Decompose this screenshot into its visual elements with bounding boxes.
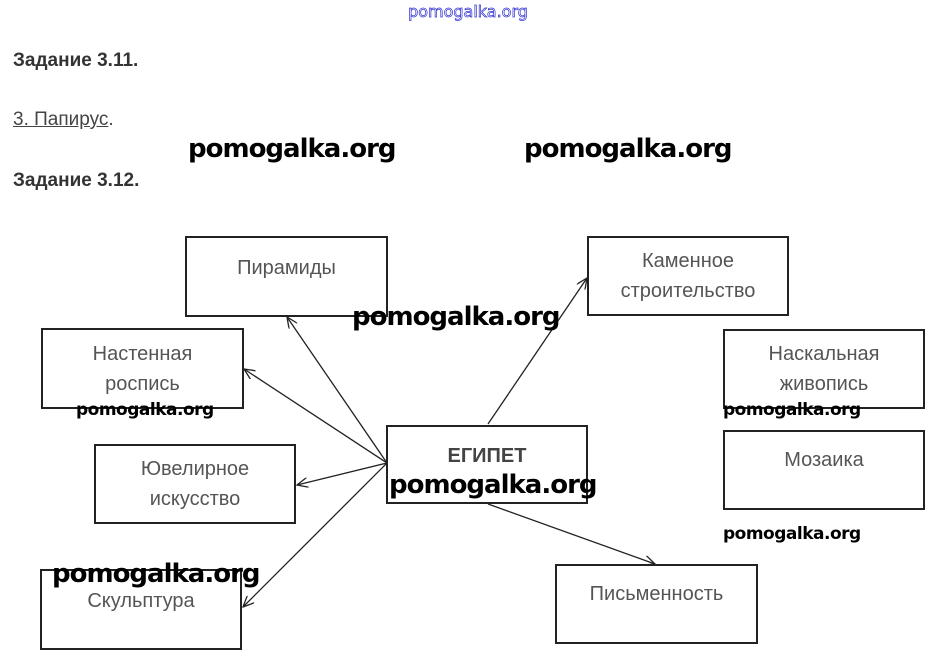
arrow-to-stone-building (487, 278, 587, 425)
box-rock-painting: Наскальная живопись (723, 329, 925, 409)
arrow-to-wall-painting (244, 369, 388, 464)
box-stone-building: Каменное строительство (587, 236, 789, 316)
watermark: pomogalka.org (723, 400, 861, 420)
arrow-to-sculpture (243, 462, 388, 607)
watermark: pomogalka.org (723, 524, 861, 544)
box-writing: Письменность (555, 564, 758, 644)
arrow-to-jewelry (297, 462, 388, 485)
watermark: pomogalka.org (389, 470, 598, 500)
site-watermark: pomogalka.org (408, 2, 529, 22)
box-egypt-center: ЕГИПЕТ (386, 425, 588, 504)
task-3-11-title: Задание 3.11. (13, 50, 139, 71)
box-jewelry: Ювелирное искусство (94, 444, 296, 524)
box-sculpture: Скульптура (40, 569, 242, 650)
box-wall-painting: Настенная роспись (41, 328, 244, 409)
watermark: pomogalka.org (352, 302, 561, 332)
answer-text: 3. Папирус (13, 109, 109, 130)
answer-suffix: . (108, 109, 114, 130)
watermark: pomogalka.org (188, 134, 397, 164)
task-3-12-title: Задание 3.12. (13, 170, 140, 191)
box-pyramids: Пирамиды (185, 236, 388, 317)
task-3-11-answer: 3. Папирус. (13, 109, 114, 131)
arrow-to-pyramids (287, 317, 388, 464)
watermark: pomogalka.org (76, 400, 214, 420)
watermark: pomogalka.org (52, 559, 261, 589)
watermark: pomogalka.org (524, 134, 733, 164)
box-mosaic: Мозаика (723, 430, 925, 510)
arrow-to-writing (487, 503, 655, 564)
